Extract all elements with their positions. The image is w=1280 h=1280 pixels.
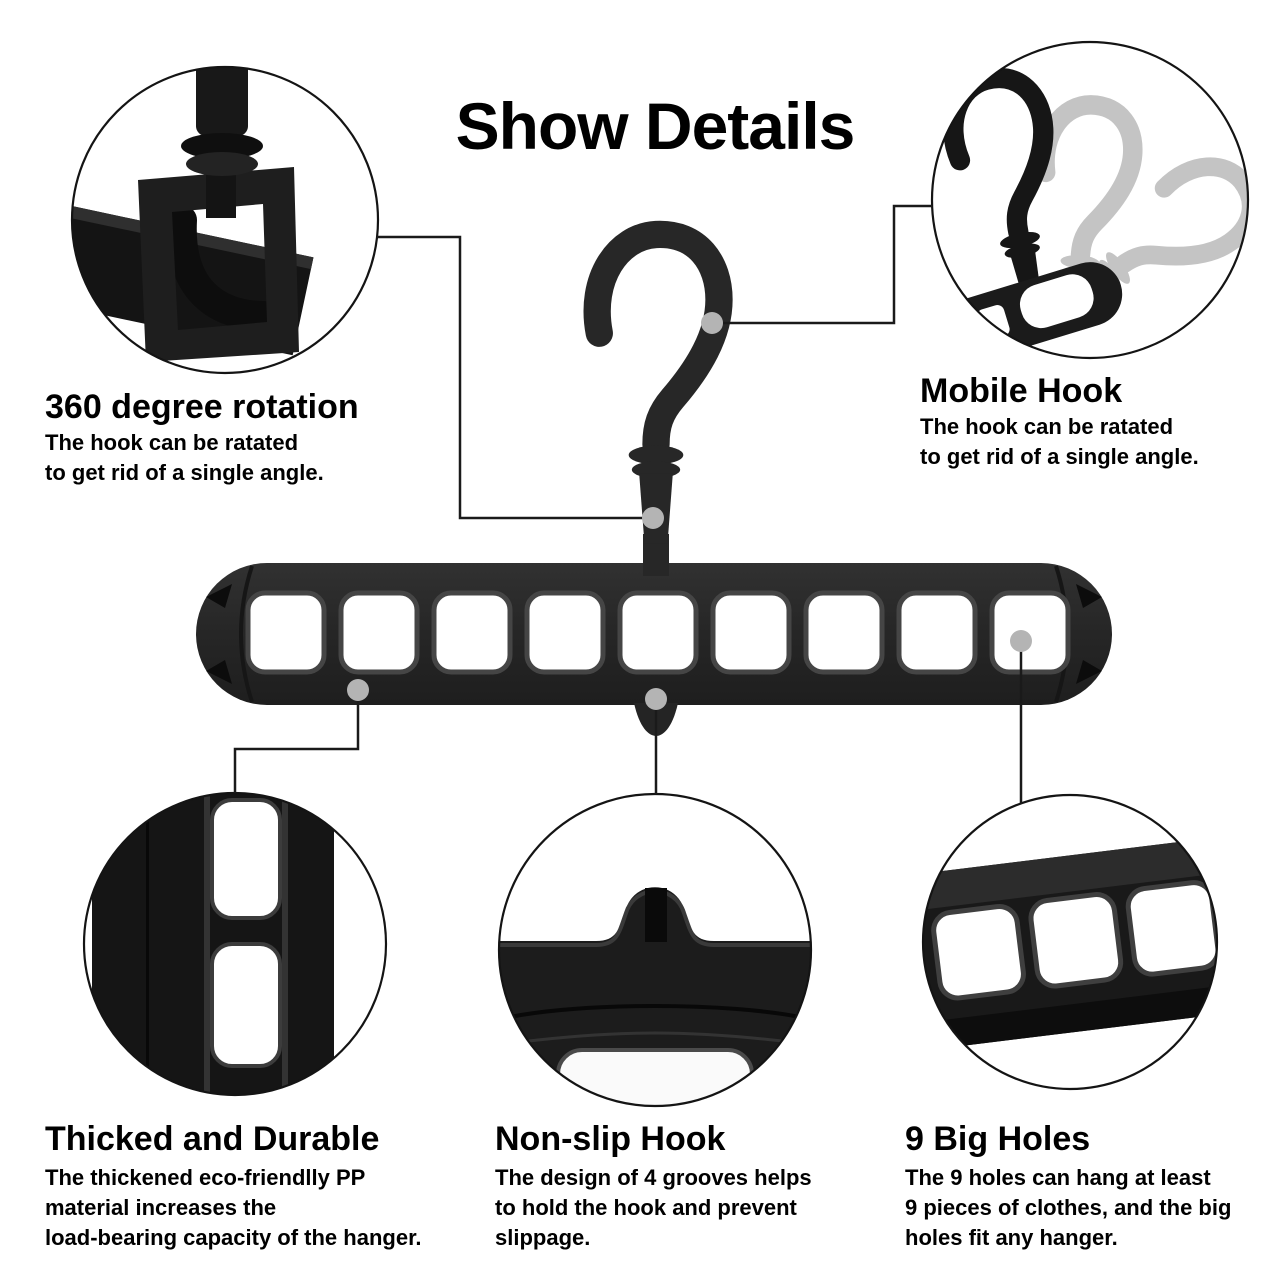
circle-outline: [930, 40, 1250, 360]
nonslip-body-line3: slippage.: [495, 1225, 591, 1250]
hanger-hook: [597, 234, 719, 543]
mobile-hook-body-line2: to get rid of a single angle.: [920, 444, 1199, 469]
connector-durable: [233, 690, 360, 793]
groove-line-1: [504, 1004, 806, 1020]
anchor-dot-rotation: [642, 507, 664, 529]
connector-mobile-hook: [712, 204, 932, 325]
anchor-dot-nonslip: [645, 688, 667, 710]
left-notch-bottom: [206, 660, 232, 684]
rotation-heading: 360 degree rotation: [45, 388, 359, 426]
durable-body-line3: load-bearing capacity of the hanger.: [45, 1225, 422, 1250]
hook-stem: [196, 67, 248, 136]
circle-outline: [921, 793, 1219, 1091]
seam-line: [146, 793, 149, 1095]
detail-circle-bigholes: [921, 793, 1219, 1091]
durable-body: The thickened eco-friendlly PP material …: [45, 1163, 422, 1253]
detail-circle-rotation: [70, 65, 380, 375]
bigholes-body: The 9 holes can hang at least 9 pieces o…: [905, 1163, 1231, 1253]
nonslip-body-line2: to hold the hook and prevent: [495, 1195, 797, 1220]
mobile-hook-body-line1: The hook can be ratated: [920, 414, 1174, 439]
mobile-hook-heading: Mobile Hook: [920, 372, 1123, 410]
groove-slot: [645, 888, 667, 942]
nonslip-body-line1: The design of 4 grooves helps: [495, 1165, 812, 1190]
bigholes-body-line1: The 9 holes can hang at least: [905, 1165, 1211, 1190]
left-notch-top: [206, 584, 232, 608]
bottom-hole: [556, 1048, 754, 1106]
rotation-body: The hook can be ratated to get rid of a …: [45, 428, 324, 488]
connector-rotation: [377, 235, 653, 520]
anchor-dot-bigholes: [1010, 630, 1032, 652]
swivel-ring-2: [186, 152, 258, 176]
page-title: Show Details: [455, 89, 856, 163]
anchor-dots: [347, 312, 1032, 710]
bigholes-body-line2: 9 pieces of clothes, and the big: [905, 1195, 1232, 1220]
left-cap-seam: [239, 565, 254, 703]
hook-shank: [206, 168, 236, 218]
material-hole-2: [210, 942, 282, 1068]
mobile-hook-body: The hook can be ratated to get rid of a …: [920, 412, 1199, 472]
circle-outline: [70, 65, 380, 375]
detail-circle-nonslip: [497, 792, 813, 1108]
bigholes-heading: 9 Big Holes: [905, 1120, 1091, 1158]
hanger-bar-angled: [923, 837, 1217, 1051]
bevel-left: [204, 793, 210, 1095]
rotation-body-line2: to get rid of a single angle.: [45, 460, 324, 485]
nonslip-body: The design of 4 grooves helps to hold th…: [495, 1163, 812, 1253]
anchor-dot-mobile-hook: [701, 312, 723, 334]
durable-heading: Thicked and Durable: [45, 1120, 380, 1158]
magic-hanger: [196, 234, 1112, 736]
groove-line-2: [519, 1031, 791, 1044]
swivel-ring-1: [181, 133, 263, 159]
connector-lines: [233, 204, 1023, 804]
material-hole-1: [210, 798, 282, 920]
right-notch-top: [1076, 584, 1102, 608]
anchor-dot-durable: [347, 679, 369, 701]
hook-saddle: [166, 205, 287, 332]
durable-body-line2: material increases the: [45, 1195, 277, 1220]
bevel-right: [282, 793, 288, 1095]
right-notch-bottom: [1076, 660, 1102, 684]
bigholes-body-line3: holes fit any hanger.: [905, 1225, 1118, 1250]
nonslip-heading: Non-slip Hook: [495, 1120, 726, 1158]
durable-body-line1: The thickened eco-friendlly PP: [45, 1165, 366, 1190]
detail-circle-mobile-hook: [930, 40, 1250, 360]
hanger-holes: [245, 590, 1071, 675]
detail-circle-durable: [82, 791, 388, 1097]
rotation-body-line1: The hook can be ratated: [45, 430, 299, 455]
